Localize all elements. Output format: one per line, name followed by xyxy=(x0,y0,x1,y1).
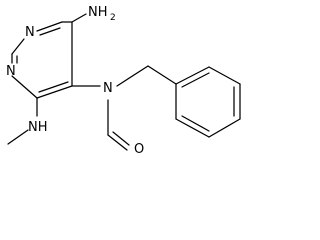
atom-n1-label: N xyxy=(25,25,35,40)
bond-ar-2 xyxy=(208,66,241,85)
atom-oxygen-label: O xyxy=(134,142,144,155)
bond-c4-c5-inner xyxy=(38,81,69,93)
bond-formyl-co-inner xyxy=(112,131,130,146)
atom-n3-label: N xyxy=(6,64,16,79)
atom-amino-label: NH xyxy=(88,5,108,20)
bond-c6-n1 xyxy=(36,21,63,32)
bond-ar-4 xyxy=(208,118,241,138)
atom-amide-n-label: N xyxy=(103,81,113,96)
amino-group-label: NH 2 xyxy=(88,5,116,23)
bond-nh-methyl xyxy=(7,129,29,145)
atom-amino-subscript: 2 xyxy=(110,13,116,23)
bond-c6-nh2 xyxy=(71,13,87,23)
bond-n1-c2 xyxy=(11,38,25,55)
bond-formyl-co xyxy=(107,134,128,151)
bond-ar-1 xyxy=(175,66,210,85)
bond-ar-5-inner xyxy=(181,115,210,132)
bond-n-ch2 xyxy=(116,65,149,87)
bond-ch2-ipso xyxy=(147,65,177,85)
bond-ar-5 xyxy=(175,118,210,138)
structure-diagram: N N NH 2 N NH O xyxy=(6,5,241,155)
bond-c6-n1-inner xyxy=(39,27,61,36)
bond-c4-c5 xyxy=(36,85,73,99)
bond-ar-1-inner xyxy=(181,72,210,88)
atom-methylamino-label: NH xyxy=(28,120,48,135)
molecule-svg: N N NH 2 N NH O xyxy=(6,5,241,155)
bond-n3-c4 xyxy=(11,75,38,99)
